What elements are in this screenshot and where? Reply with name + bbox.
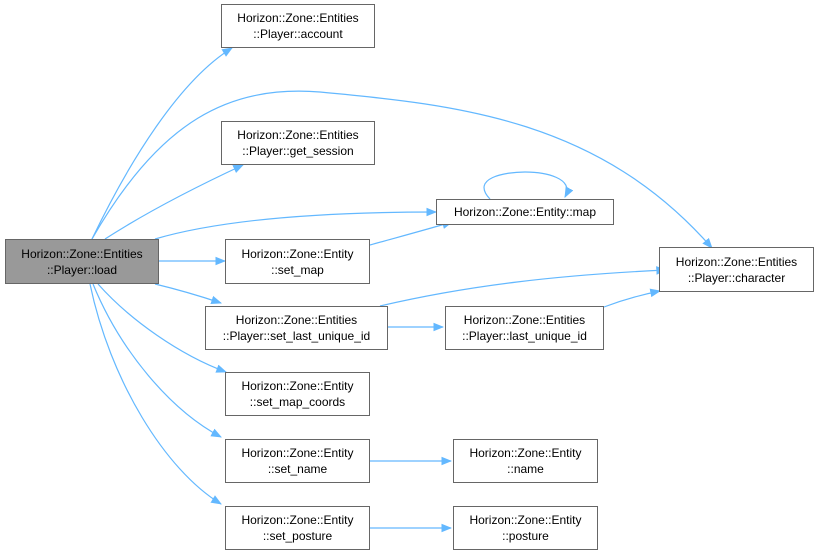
node-label-line1: Horizon::Zone::Entities [463,313,586,327]
node-label-line2: ::Player::set_last_unique_id [222,329,371,343]
node-label-line2: ::set_name [267,462,328,476]
node-label-line2: ::Player::account [253,27,343,41]
node-label-line1: Horizon::Zone::Entities [237,11,359,25]
node-player-character[interactable]: Horizon::Zone::Entities ::Player::charac… [659,247,814,292]
node-label-line1: Horizon::Zone::Entity [469,446,582,460]
node-player-last-unique-id[interactable]: Horizon::Zone::Entities ::Player::last_u… [445,306,604,350]
node-label-line1: Horizon::Zone::Entities [235,313,358,327]
edge-set-last-unique-id-to-character [379,266,668,307]
edge-map-self-loop [483,171,574,200]
edge-load-to-character [91,90,713,249]
edge-load-to-set-map-coords [97,283,228,373]
node-entity-set-map[interactable]: Horizon::Zone::Entity ::set_map [225,239,370,284]
edge-set-map-to-map [369,220,454,246]
node-label-line2: ::name [507,462,544,476]
node-label-line2: ::set_posture [262,529,333,543]
edge-load-to-set-last-unique-id [154,283,223,305]
edge-last-unique-id-to-character [603,288,662,308]
node-label-line1: Horizon::Zone::Entity [241,379,354,393]
node-entity-posture[interactable]: Horizon::Zone::Entity ::posture [453,506,598,550]
edge-load-to-account [91,47,233,240]
node-label-line2: ::Player::character [687,270,786,285]
node-label-line1: Horizon::Zone::Entity [241,246,354,261]
edge-load-to-map [154,207,438,240]
node-entity-set-posture[interactable]: Horizon::Zone::Entity ::set_posture [225,506,370,550]
node-label-line2: ::set_map [271,262,324,277]
node-player-get-session[interactable]: Horizon::Zone::Entities ::Player::get_se… [221,121,375,165]
node-label-line1: Horizon::Zone::Entities [237,128,359,142]
node-label-line2: ::set_map_coords [249,395,346,409]
edge-load-to-set-name [92,283,222,438]
node-label-line1: Horizon::Zone::Entity [469,513,582,527]
edge-load-to-get-session [104,164,244,240]
node-label-line1: Horizon::Zone::Entity [241,513,354,527]
node-entity-map[interactable]: Horizon::Zone::Entity::map [436,199,614,225]
node-entity-set-name[interactable]: Horizon::Zone::Entity ::set_name [225,439,370,483]
node-entity-set-map-coords[interactable]: Horizon::Zone::Entity ::set_map_coords [225,372,370,416]
node-label-line1: Horizon::Zone::Entities [21,246,143,261]
node-player-account[interactable]: Horizon::Zone::Entities ::Player::accoun… [221,4,375,48]
node-player-load: Horizon::Zone::Entities ::Player::load [5,239,159,284]
node-label-line1: Horizon::Zone::Entities [675,254,798,269]
node-label-line2: ::posture [502,529,549,543]
node-label-line2: ::Player::load [46,262,118,277]
node-label-line1: Horizon::Zone::Entity::map [453,205,597,219]
node-label-line2: ::Player::last_unique_id [462,329,587,343]
node-player-set-last-unique-id[interactable]: Horizon::Zone::Entities ::Player::set_la… [205,306,388,350]
node-label-line1: Horizon::Zone::Entity [241,446,354,460]
edge-load-to-set-posture [89,283,222,505]
node-label-line2: ::Player::get_session [242,144,354,158]
node-entity-name[interactable]: Horizon::Zone::Entity ::name [453,439,598,483]
